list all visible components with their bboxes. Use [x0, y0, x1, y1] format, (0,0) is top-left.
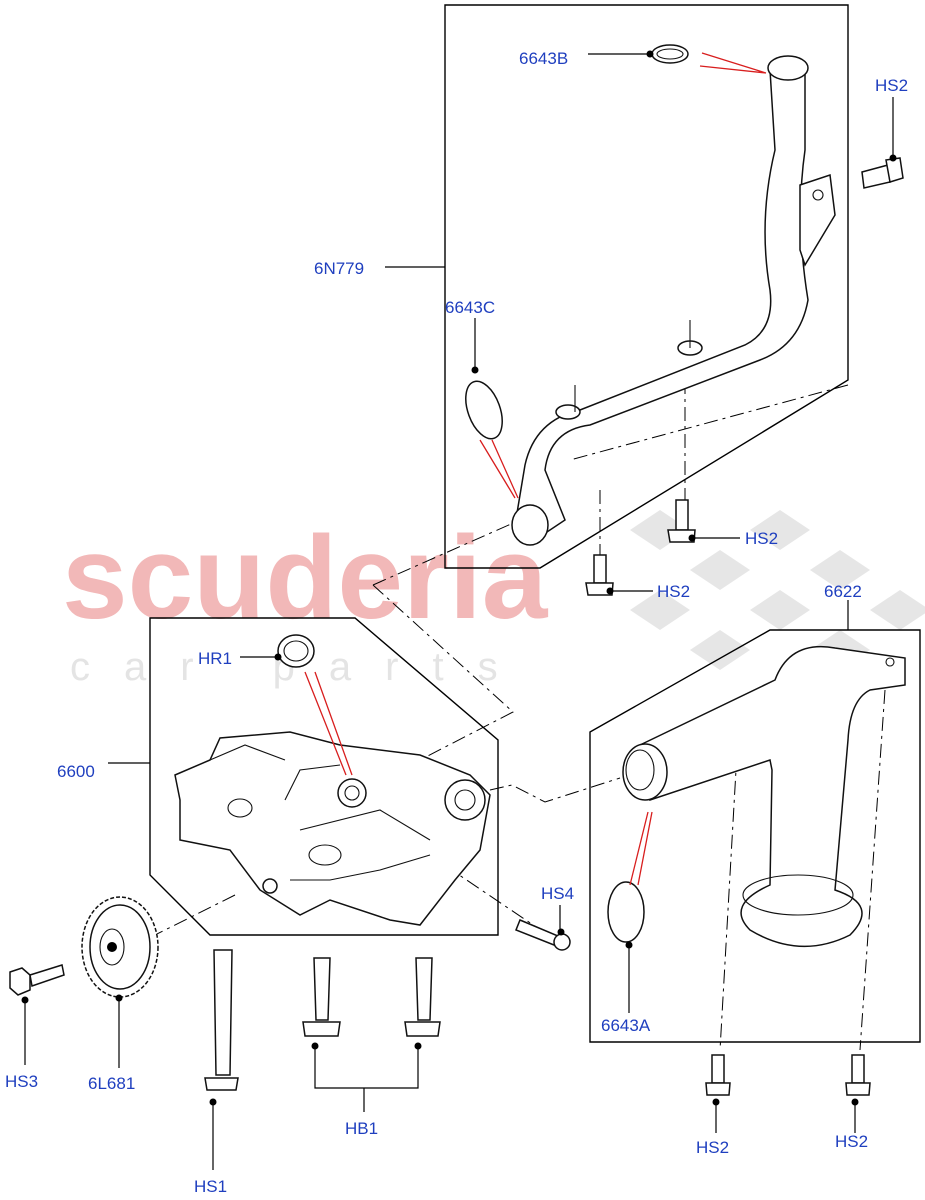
label-hb1: HB1 — [345, 1119, 378, 1138]
label-6l681: 6L681 — [88, 1074, 135, 1093]
o-ring-hr1 — [277, 634, 315, 668]
label-hs2-mid1: HS2 — [745, 529, 778, 548]
callout-labels: 6643B 6N779 6643C HS2 HS2 HS2 6622 HR1 6… — [5, 49, 908, 1196]
frame-6622 — [589, 629, 921, 1043]
bolt-hs4 — [515, 919, 571, 951]
o-ring-6643b-inner — [656, 48, 684, 60]
bolt-hs2-top — [861, 157, 904, 189]
leader-lines — [21, 50, 897, 1170]
oil-strainer-6622 — [622, 645, 906, 948]
bolt-hs2-mid1 — [667, 499, 696, 543]
watermark-brand: scuderia — [62, 512, 549, 644]
o-ring-6643c — [465, 380, 503, 440]
label-6643a: 6643A — [601, 1016, 651, 1035]
label-6643b: 6643B — [519, 49, 568, 68]
watermark: scuderia car parts — [62, 510, 925, 689]
label-6600: 6600 — [57, 762, 95, 781]
sprocket-6l681 — [81, 896, 159, 998]
label-hs2-bot1: HS2 — [696, 1138, 729, 1157]
label-6n779: 6N779 — [314, 259, 364, 278]
frame-6600 — [149, 617, 499, 936]
oil-pickup-tube-6n779 — [511, 55, 836, 546]
bolt-hs3 — [9, 964, 65, 996]
bolt-hs2-mid2 — [585, 554, 614, 596]
bolt-hb1-left — [302, 957, 341, 1037]
oil-pump-6600 — [174, 731, 491, 926]
label-hs1: HS1 — [194, 1177, 227, 1196]
label-hs2-top: HS2 — [875, 76, 908, 95]
frame-6n779 — [444, 4, 849, 569]
bolt-hs2-bot2 — [845, 1054, 871, 1096]
bolt-hs2-bot1 — [705, 1054, 731, 1096]
label-hs2-mid2: HS2 — [657, 582, 690, 601]
label-hr1: HR1 — [198, 649, 232, 668]
o-ring-hr1-inner — [283, 640, 309, 662]
label-hs4: HS4 — [541, 884, 574, 903]
bolt-hb1-right — [404, 957, 441, 1037]
label-hs2-bot2: HS2 — [835, 1132, 868, 1151]
o-ring-6643a — [607, 881, 645, 943]
bolt-hs1 — [204, 949, 239, 1091]
label-6622: 6622 — [824, 582, 862, 601]
label-hs3: HS3 — [5, 1072, 38, 1091]
checker-flag-watermark — [630, 510, 925, 670]
label-6643c: 6643C — [445, 298, 495, 317]
